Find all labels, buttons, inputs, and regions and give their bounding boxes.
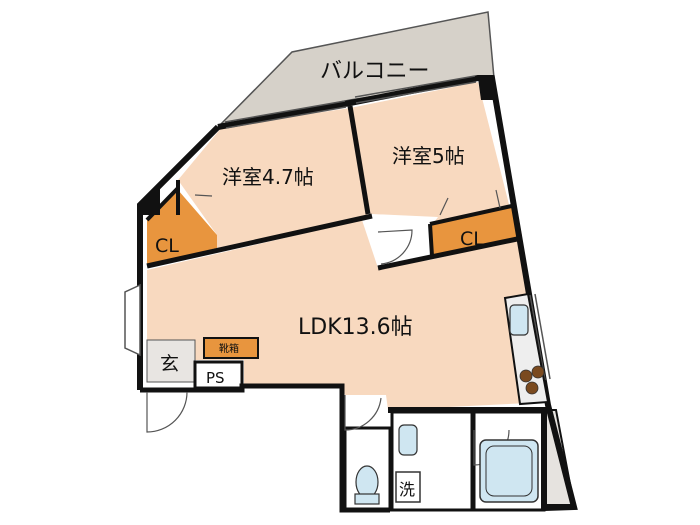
closet-left-label: CL (155, 235, 179, 257)
bay-window (124, 283, 141, 357)
wall-closet-left-top (145, 186, 180, 222)
balcony-label: バルコニー (320, 59, 430, 84)
wall-closet-right-side (428, 223, 434, 257)
outer-wall-bottom (140, 383, 390, 513)
shoe-box-label: 靴箱 (219, 342, 239, 355)
outer-wall (217, 75, 578, 512)
wall-bedrooms-divider (347, 105, 371, 215)
ldk-label: LDK13.6帖 (298, 315, 413, 340)
corner-pillar-left (140, 186, 160, 215)
toilet-tank (354, 493, 380, 505)
bathtub-icon (479, 439, 539, 503)
wall-left-bedroom-bottom (146, 213, 373, 269)
ps-label: PS (206, 369, 225, 387)
windows (224, 75, 551, 381)
right-closet-floor (430, 205, 522, 256)
closet-right-label: CL (460, 228, 484, 250)
washbasin-icon (398, 424, 418, 456)
stove-icon (519, 365, 545, 395)
doors (146, 189, 510, 466)
ps-box (193, 360, 244, 390)
bathtub-inner (485, 445, 533, 497)
corner-pillar-right (478, 76, 496, 100)
wall-closet-right-top (429, 203, 517, 226)
bedroom-left-floor (178, 108, 368, 248)
kitchen-sink (509, 304, 529, 336)
left-closet-floor (147, 190, 217, 265)
bedroom-left-label: 洋室4.7帖 (222, 165, 314, 189)
washer-box (395, 471, 421, 503)
washer-label: 洗 (399, 480, 415, 499)
ldk-floor (147, 220, 548, 410)
shoe-box (203, 337, 259, 359)
wall-right-bedroom-bottom (377, 235, 523, 271)
toilet-icon (355, 465, 379, 499)
entrance-label: 玄 (160, 353, 179, 375)
entrance-floor (146, 339, 196, 383)
bedroom-right-label: 洋室5帖 (392, 144, 465, 168)
